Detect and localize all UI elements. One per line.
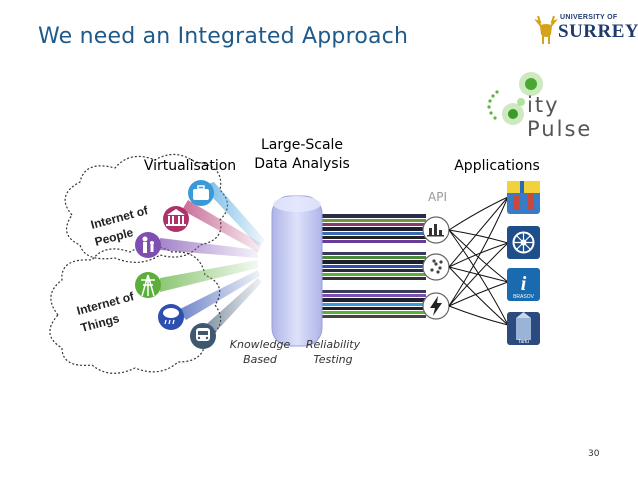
briefcase-icon	[188, 180, 214, 206]
flag-building-icon	[507, 181, 540, 214]
family-icon	[135, 232, 161, 258]
train-icon	[190, 323, 216, 349]
beam-weather	[178, 270, 260, 320]
info-icon: i BRASOV	[507, 268, 540, 301]
app-brasov-label: BRASOV	[513, 294, 535, 300]
beam-bank	[182, 200, 262, 252]
weather-icon	[158, 304, 184, 330]
virtualisation-label: Virtualisation	[144, 158, 236, 174]
tower-icon: Tartu	[507, 312, 540, 345]
analysis-label-line2: Data Analysis	[254, 156, 350, 172]
page-number: 30	[588, 449, 600, 459]
scatter-icon	[422, 253, 450, 281]
analysis-cylinder	[271, 195, 323, 347]
applications-label: Applications	[454, 158, 540, 174]
lightning-icon	[422, 292, 450, 320]
power-pylon-icon	[135, 272, 161, 298]
beam-family	[160, 238, 258, 258]
stag-icon	[534, 15, 558, 44]
knowledge-label-line2: Based	[243, 353, 278, 366]
cloud-people	[64, 153, 229, 263]
api-label: API	[428, 190, 447, 204]
api-app-connections	[448, 196, 509, 326]
citypulse-circles-icon	[487, 72, 543, 125]
university-name: SURREY	[558, 21, 638, 42]
wheel-icon	[507, 226, 540, 259]
analysis-label-line1: Large-Scale	[261, 137, 343, 153]
university-logo: UNIVERSITY OF SURREY	[534, 12, 638, 48]
bank-icon	[163, 206, 189, 232]
citypulse-logo: ity Pulse	[483, 70, 623, 141]
svg-text:i: i	[521, 273, 527, 295]
reliability-label-line1: Reliability	[306, 338, 361, 351]
beam-pylon	[160, 260, 258, 292]
citypulse-text: ity Pulse	[527, 93, 593, 141]
output-streaks	[318, 214, 426, 318]
bar-chart-icon	[422, 216, 450, 244]
cloud-things	[49, 245, 222, 374]
knowledge-label-line1: Knowledge	[230, 338, 291, 351]
university-small-text: UNIVERSITY OF	[560, 14, 618, 21]
slide-title: We need an Integrated Approach	[38, 24, 409, 49]
beam-train	[200, 278, 262, 338]
reliability-label-line2: Testing	[313, 353, 352, 366]
app-tower-label: Tartu	[518, 339, 529, 345]
beam-briefcase	[202, 182, 265, 246]
